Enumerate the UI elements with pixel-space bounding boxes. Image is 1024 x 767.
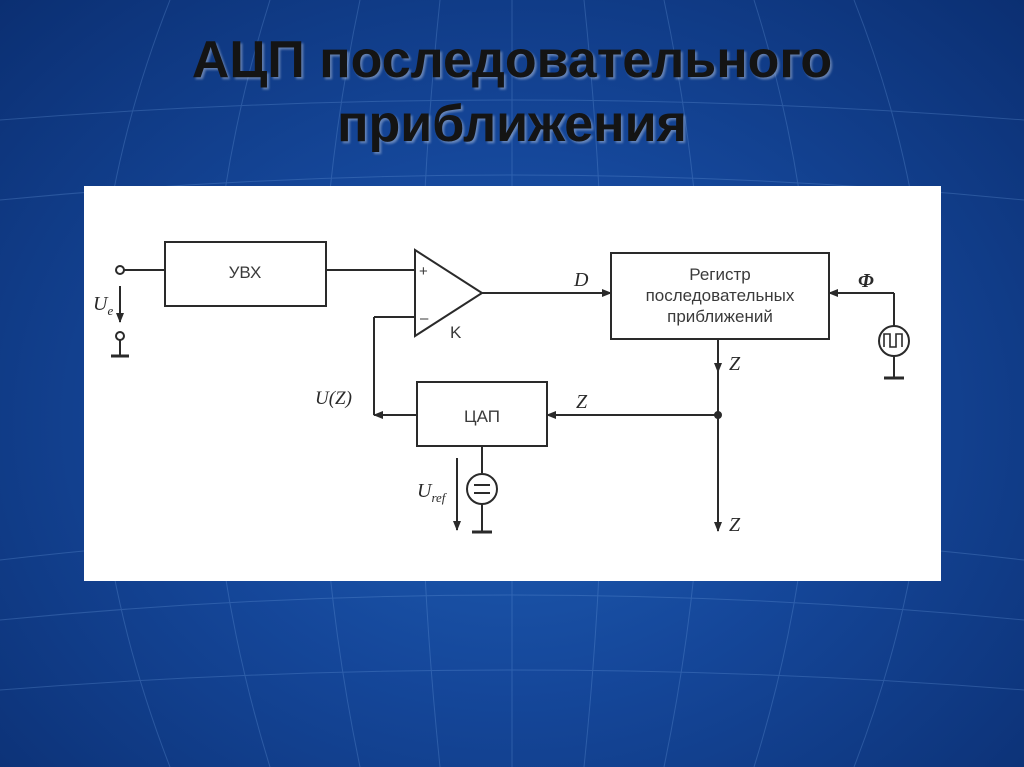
output-z-label: Z [729, 514, 741, 536]
svh-label: УВХ [229, 263, 262, 282]
svh-block [164, 241, 327, 307]
register-label-line-3: приближений [667, 307, 773, 326]
dac-output-label: U(Z) [315, 388, 352, 409]
slide-title: АЦП последовательного приближения [0, 28, 1024, 156]
square-wave-icon [883, 333, 903, 348]
clock-label: Φ [858, 270, 874, 292]
comparator-triangle [414, 248, 484, 338]
slide-title-line-1: АЦП последовательного [191, 31, 833, 89]
comparator-k-label: K [450, 323, 462, 342]
slide-title-line-2: приближения [337, 95, 687, 153]
ground-terminal [115, 331, 125, 341]
data-out-label: D [573, 269, 589, 291]
circuit-diagram-panel: УВХ Регистр последовательных приближений… [84, 186, 941, 581]
comparator-plus-label: + [419, 263, 428, 280]
reference-voltage-label: Uref [417, 480, 448, 505]
reference-source-icon [466, 473, 498, 505]
register-z-label: Z [729, 353, 741, 375]
register-label-line-1: Регистр [689, 265, 750, 284]
register-label-line-2: последовательных [646, 286, 795, 305]
input-voltage-label: Ue [93, 293, 113, 318]
dac-z-label: Z [576, 391, 588, 413]
input-terminal [115, 265, 125, 275]
comparator-minus-label: – [420, 310, 429, 327]
circuit-diagram: УВХ Регистр последовательных приближений… [93, 241, 910, 536]
dac-label: ЦАП [464, 407, 500, 426]
